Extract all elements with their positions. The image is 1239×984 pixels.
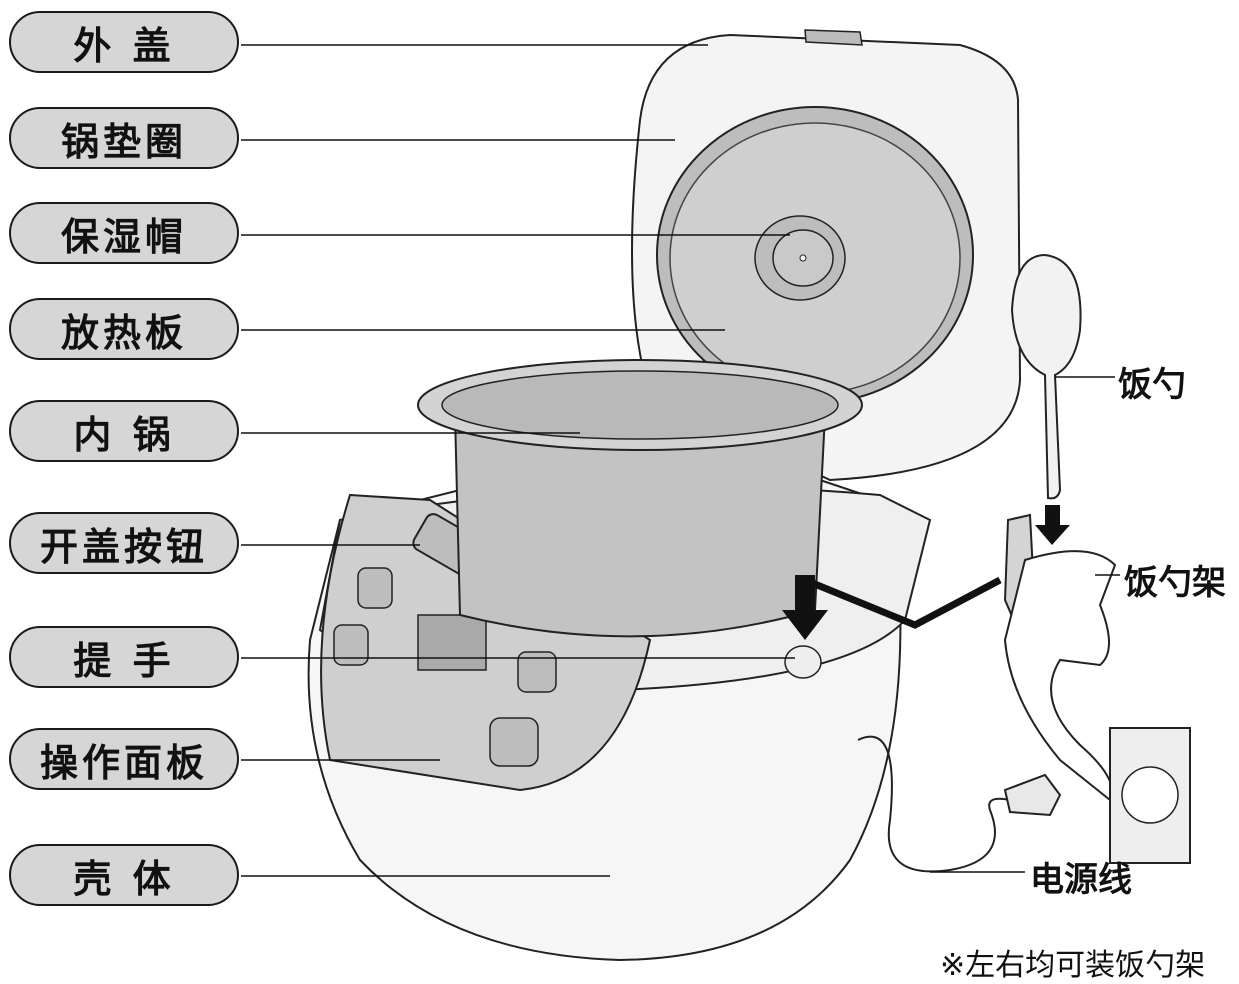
label-inner-pot: 内 锅 (9, 400, 239, 462)
lid-hinge-tab (804, 29, 863, 46)
rice-cooker-illustration (241, 29, 1191, 962)
label-heat-plate: 放热板 (9, 298, 239, 360)
panel-button-1 (357, 567, 393, 609)
power-cord (857, 735, 1011, 873)
label-body: 壳 体 (9, 844, 239, 906)
rice-spoon-shape (1010, 253, 1082, 500)
label-power-cord: 电源线 (1030, 860, 1132, 900)
panel-button-2 (333, 624, 369, 666)
label-rice-spoon: 饭勺 (1118, 365, 1186, 405)
label-spoon-holder: 饭勺架 (1124, 563, 1226, 603)
down-arrow-right (1035, 505, 1070, 545)
label-handle: 提 手 (9, 626, 239, 688)
label-pot-gasket: 锅垫圈 (9, 107, 239, 169)
display-window (417, 614, 487, 671)
hand-outline (1003, 550, 1117, 802)
footnote: ※左右均可装饭勺架 (940, 948, 1206, 983)
label-outer-lid: 外 盖 (9, 11, 239, 73)
label-lid-button: 开盖按钮 (9, 512, 239, 574)
label-moisture-cap: 保湿帽 (9, 202, 239, 264)
inner-pot-opening (441, 370, 839, 440)
socket-face (1121, 766, 1179, 824)
panel-button-3 (517, 651, 557, 693)
down-arrow-left (782, 575, 828, 640)
spoon-holder-leader (803, 576, 1002, 629)
handle-shape (784, 645, 822, 679)
plug-shape (1003, 773, 1062, 817)
moisture-cap-hole (799, 254, 807, 262)
label-control-panel: 操作面板 (9, 728, 239, 790)
panel-button-4 (489, 717, 539, 767)
